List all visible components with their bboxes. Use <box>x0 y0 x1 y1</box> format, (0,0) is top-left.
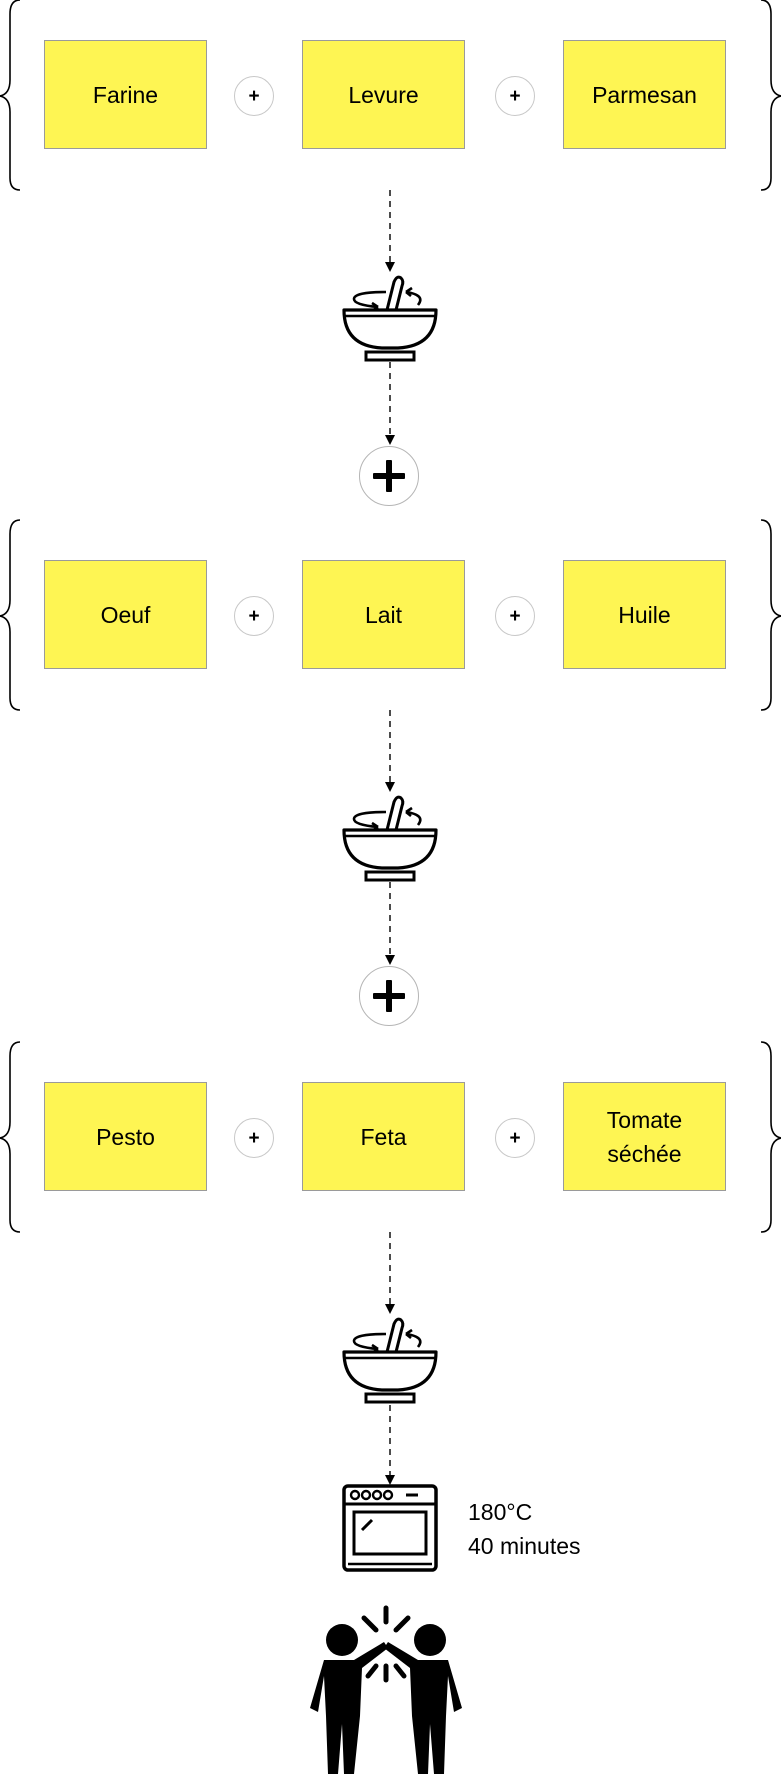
ingredient-label: Tomate séchée <box>607 1103 682 1171</box>
plus-icon: + <box>495 1118 535 1158</box>
ingredient-label: Oeuf <box>100 601 151 628</box>
ingredient-label: Lait <box>364 601 403 628</box>
left-brace <box>0 1041 21 1233</box>
mixing-bowl-icon <box>342 275 438 362</box>
ingredient-box: Levure <box>302 40 465 149</box>
ingredient-label: Pesto <box>96 1123 155 1150</box>
plus-label: + <box>248 605 260 627</box>
left-brace <box>0 519 21 711</box>
mixing-bowl-icon <box>342 1317 438 1404</box>
ingredient-box: Parmesan <box>563 40 726 149</box>
plus-icon: + <box>495 596 535 636</box>
ingredient-box: Tomate séchée <box>563 1082 726 1191</box>
plus-label: + <box>248 1127 260 1149</box>
plus-label: + <box>509 605 521 627</box>
ingredient-box: Huile <box>563 560 726 669</box>
ingredient-box: Feta <box>302 1082 465 1191</box>
plus-icon: + <box>495 76 535 116</box>
oven-settings: 180°C 40 minutes <box>468 1495 581 1563</box>
ingredient-box: Pesto <box>44 1082 207 1191</box>
plus-icon: + <box>234 76 274 116</box>
right-brace <box>760 0 781 191</box>
oven-duration: 40 minutes <box>468 1533 581 1559</box>
plus-label: + <box>509 85 521 107</box>
plus-icon <box>359 966 419 1026</box>
ingredient-box: Oeuf <box>44 560 207 669</box>
plus-icon: + <box>234 596 274 636</box>
plus-icon: + <box>234 1118 274 1158</box>
ingredient-label: Huile <box>618 601 671 628</box>
ingredient-label: Parmesan <box>592 81 697 108</box>
plus-icon <box>359 446 419 506</box>
plus-label: + <box>509 1127 521 1149</box>
right-brace <box>760 519 781 711</box>
left-brace <box>0 0 21 191</box>
ingredient-label-line: Tomate <box>606 1106 683 1133</box>
plus-label: + <box>248 85 260 107</box>
ingredient-label: Feta <box>360 1123 407 1150</box>
mixing-bowl-icon <box>342 795 438 882</box>
ingredient-label: Levure <box>348 81 419 108</box>
oven-temperature: 180°C <box>468 1499 533 1525</box>
high-five-icon <box>310 1605 462 1774</box>
right-brace <box>760 1041 781 1233</box>
ingredient-box: Lait <box>302 560 465 669</box>
ingredient-label-line: séchée <box>607 1140 682 1167</box>
ingredient-box: Farine <box>44 40 207 149</box>
oven-icon <box>342 1484 438 1572</box>
ingredient-label: Farine <box>92 81 159 108</box>
